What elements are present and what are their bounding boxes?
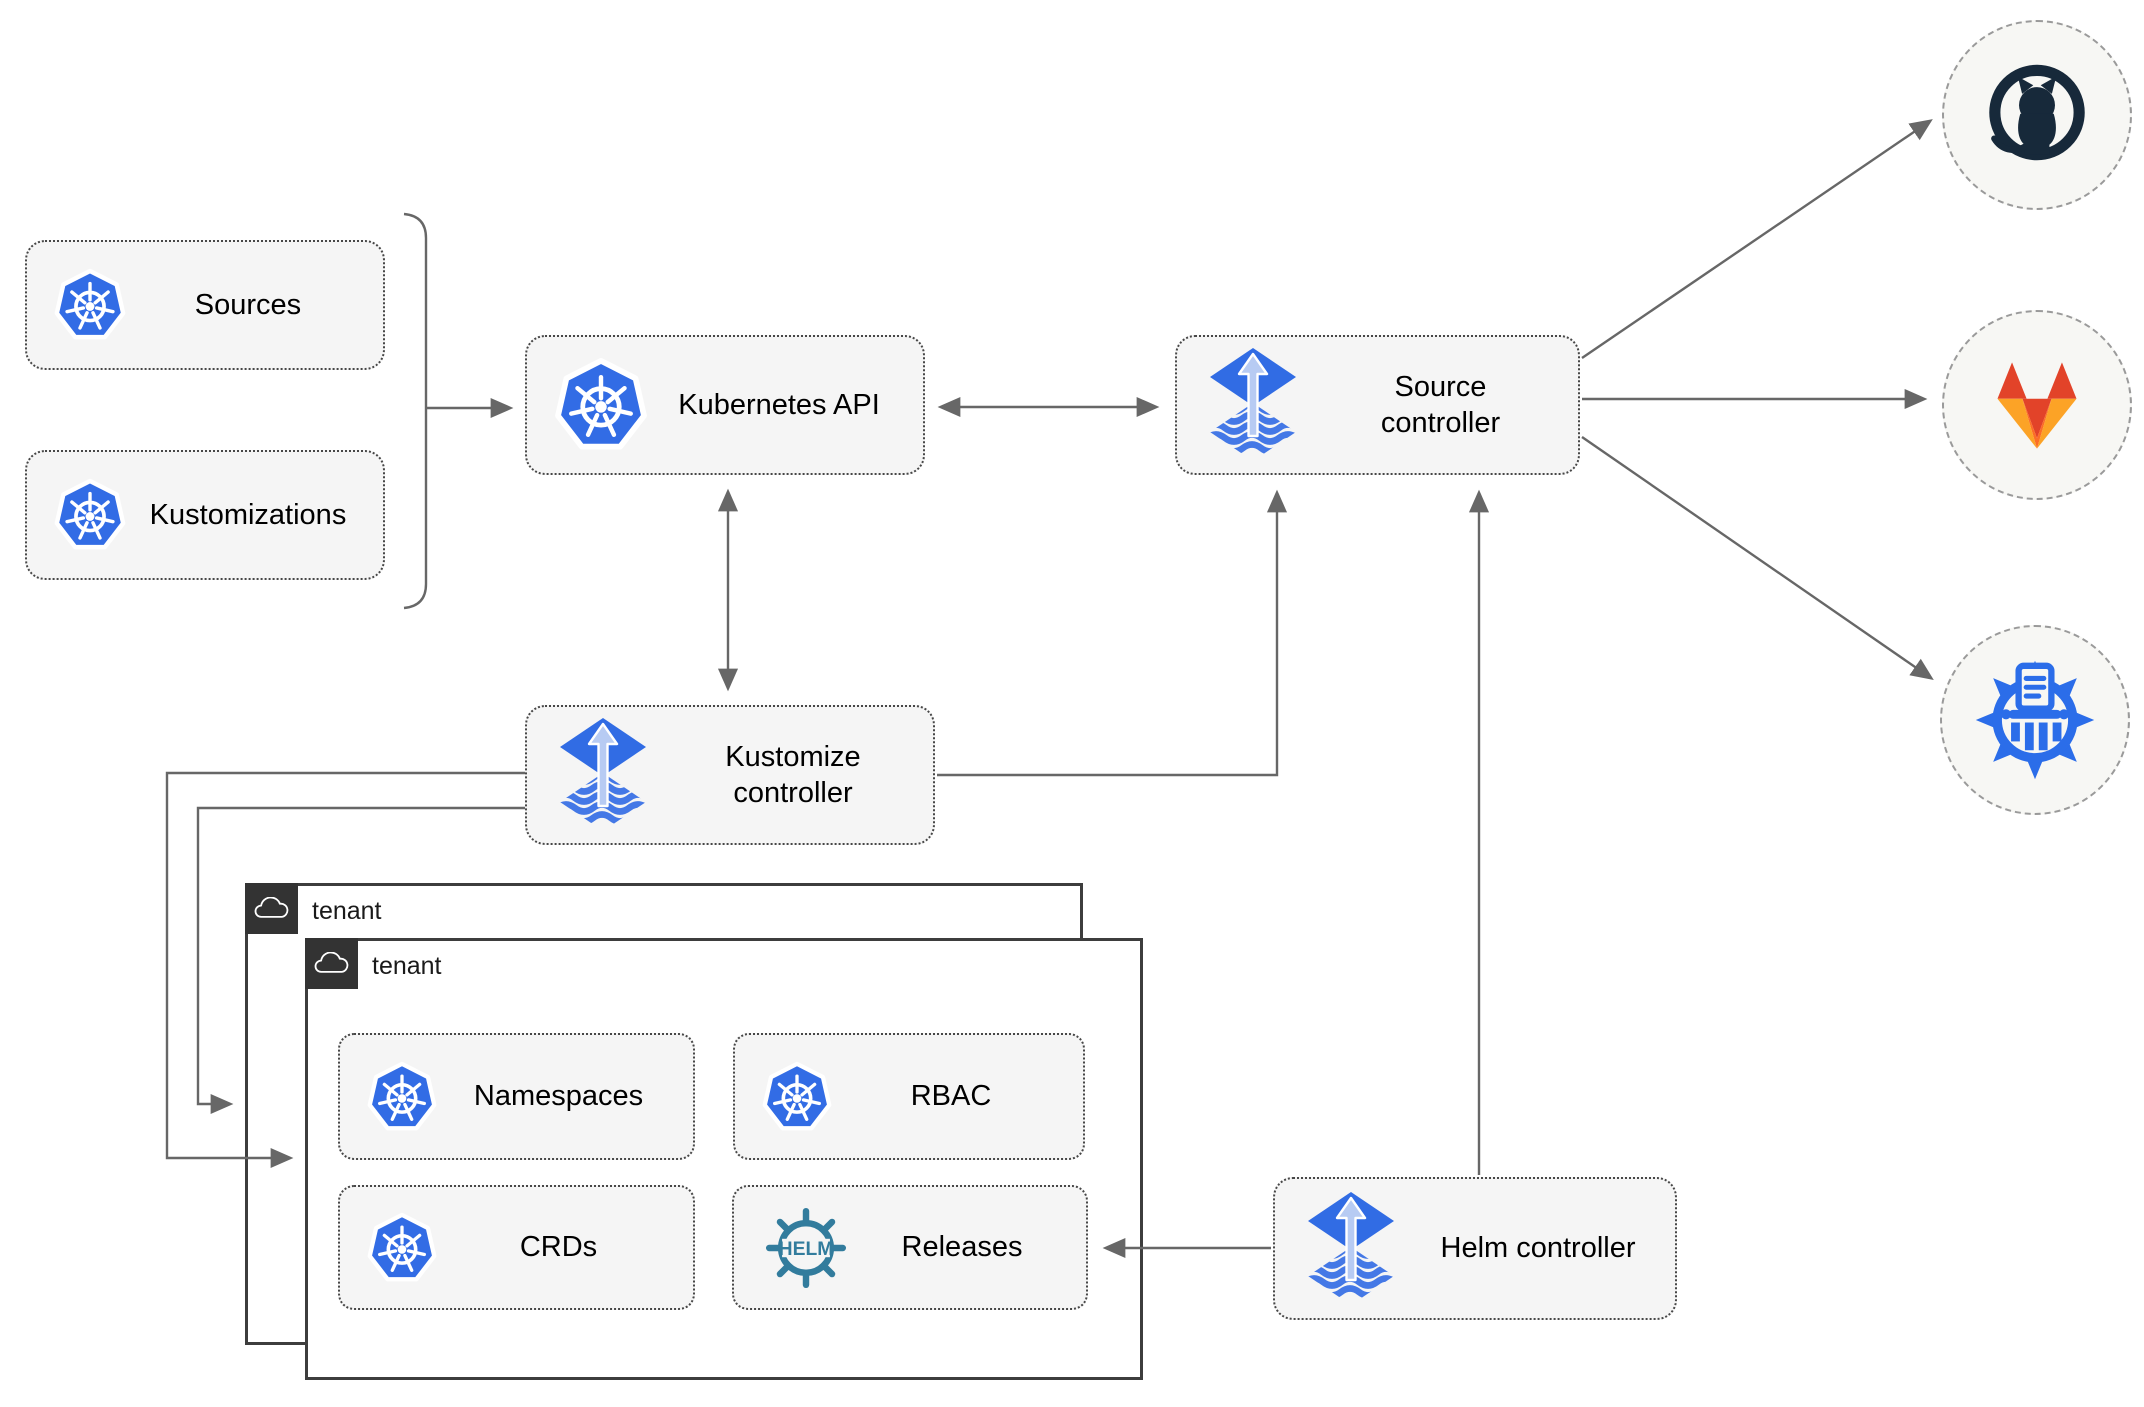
kubernetes-icon xyxy=(761,1061,833,1133)
edge-source-to-chartmuseum xyxy=(1581,436,1934,680)
cloud-icon xyxy=(254,897,290,921)
node-sources: Sources xyxy=(25,240,385,370)
chartmuseum-icon xyxy=(1972,657,2098,783)
flux-icon xyxy=(553,716,653,834)
flux-icon xyxy=(1301,1190,1401,1308)
tenant-label: tenant xyxy=(312,897,382,925)
node-releases: Releases xyxy=(732,1185,1088,1310)
node-label: Kubernetes API xyxy=(678,388,880,421)
flux-icon xyxy=(1203,346,1303,464)
node-label: Kustomizations xyxy=(149,498,347,531)
helm-repository-chartmuseum xyxy=(1940,625,2130,815)
tenant-header xyxy=(245,883,298,934)
node-label: Namespaces xyxy=(473,1080,644,1113)
kubernetes-icon xyxy=(366,1061,438,1133)
gitlab-icon xyxy=(1985,357,2089,453)
node-kustomize-controller: Kustomize controller xyxy=(525,705,935,845)
edge-kustomize-to-source xyxy=(937,489,1288,777)
kubernetes-icon xyxy=(53,268,127,342)
git-repository-github xyxy=(1942,20,2132,210)
node-label: Source controller xyxy=(1380,370,1501,439)
node-kustomizations: Kustomizations xyxy=(25,450,385,580)
edge-group-bracket xyxy=(403,212,428,610)
node-namespaces: Namespaces xyxy=(338,1033,695,1160)
github-icon xyxy=(1975,53,2099,177)
kubernetes-icon xyxy=(366,1212,438,1284)
tenant-header xyxy=(305,938,358,989)
node-label: Sources xyxy=(194,288,302,321)
node-helm-controller: Helm controller xyxy=(1273,1177,1677,1320)
node-label: CRDs xyxy=(519,1231,598,1264)
node-label: Helm controller xyxy=(1440,1232,1636,1265)
helm-icon xyxy=(760,1202,852,1294)
node-label: RBAC xyxy=(910,1080,992,1113)
node-source-controller: Source controller xyxy=(1175,335,1580,475)
tenant-label: tenant xyxy=(372,952,442,980)
kubernetes-icon xyxy=(53,478,127,552)
node-rbac: RBAC xyxy=(733,1033,1085,1160)
node-label: Releases xyxy=(901,1231,1023,1264)
kubernetes-icon xyxy=(553,357,649,453)
edge-source-to-github xyxy=(1581,119,1933,359)
node-kubernetes-api: Kubernetes API xyxy=(525,335,925,475)
node-crds: CRDs xyxy=(338,1185,695,1310)
cloud-icon xyxy=(314,952,350,976)
git-repository-gitlab xyxy=(1942,310,2132,500)
node-label: Kustomize controller xyxy=(725,740,861,809)
